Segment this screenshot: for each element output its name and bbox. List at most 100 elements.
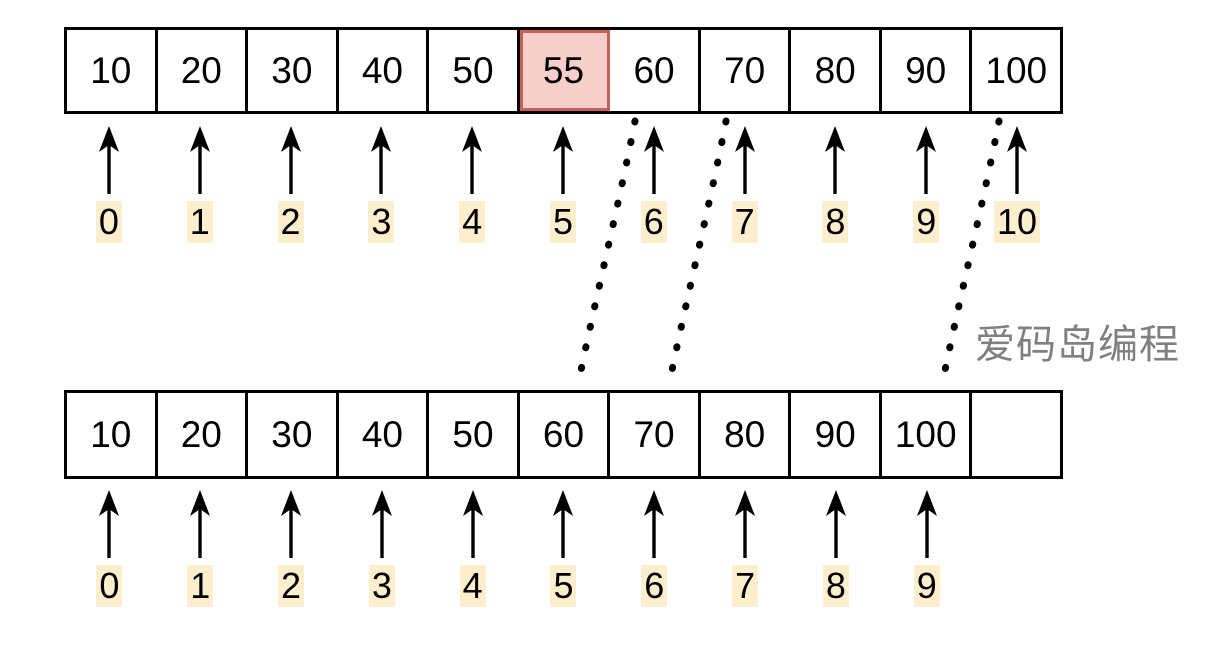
array-cell[interactable]: 10 xyxy=(67,30,158,111)
index-slot: 8 xyxy=(791,126,882,266)
array-cell[interactable]: 70 xyxy=(610,393,701,476)
index-slot: 3 xyxy=(336,490,427,630)
index-slot: 6 xyxy=(609,126,700,266)
index-label: 10 xyxy=(994,201,1041,243)
array-cell[interactable]: 40 xyxy=(339,393,430,476)
index-marker: 2 xyxy=(261,490,321,607)
up-arrow-icon xyxy=(99,490,120,558)
array-cell[interactable]: 40 xyxy=(339,30,430,111)
index-slot: 7 xyxy=(700,490,791,630)
array-cell[interactable]: 20 xyxy=(158,393,249,476)
index-marker: 5 xyxy=(533,126,593,243)
up-arrow-icon xyxy=(462,126,483,194)
index-label: 8 xyxy=(822,201,849,243)
index-slot: 0 xyxy=(64,126,155,266)
array-cell-highlighted[interactable]: 55 xyxy=(519,30,611,111)
array-cell[interactable]: 80 xyxy=(791,30,882,111)
up-arrow-icon xyxy=(553,490,574,558)
array-cell[interactable]: 90 xyxy=(882,30,973,111)
index-marker: 2 xyxy=(261,126,321,243)
index-label: 6 xyxy=(640,201,667,243)
index-label: 3 xyxy=(368,565,395,607)
array-cell[interactable]: 30 xyxy=(248,393,339,476)
index-marker: 6 xyxy=(624,490,684,607)
up-arrow-icon xyxy=(643,126,664,194)
index-label: 1 xyxy=(186,201,213,243)
index-marker: 8 xyxy=(806,490,866,607)
index-label: 1 xyxy=(187,565,214,607)
up-arrow-icon xyxy=(281,490,302,558)
index-slot: 4 xyxy=(427,490,518,630)
index-marker: 4 xyxy=(442,126,502,243)
index-label: 5 xyxy=(549,201,576,243)
index-label: 2 xyxy=(277,201,304,243)
index-slot: 1 xyxy=(155,126,246,266)
up-arrow-icon xyxy=(1007,126,1028,194)
index-slot: 5 xyxy=(518,490,609,630)
index-marker: 0 xyxy=(79,490,139,607)
index-slot: 6 xyxy=(609,490,700,630)
index-slot: 7 xyxy=(700,126,791,266)
array-cell[interactable]: 50 xyxy=(429,30,520,111)
array-cell[interactable] xyxy=(972,393,1060,476)
array-cell[interactable]: 100 xyxy=(882,393,973,476)
index-label: 7 xyxy=(731,201,758,243)
up-arrow-icon xyxy=(190,490,211,558)
up-arrow-icon xyxy=(98,126,119,194)
index-strip-after: 0 1 2 3 4 5 6 7 8 9 xyxy=(64,490,1063,630)
index-label: 5 xyxy=(550,565,577,607)
up-arrow-icon xyxy=(825,126,846,194)
index-marker: 5 xyxy=(533,490,593,607)
index-slot: 9 xyxy=(881,126,972,266)
index-label: 4 xyxy=(459,565,486,607)
index-label: 2 xyxy=(278,565,305,607)
index-label: 7 xyxy=(732,565,759,607)
index-marker: 10 xyxy=(987,126,1047,243)
index-slot: 0 xyxy=(64,490,155,630)
index-strip-before: 0 1 2 3 4 5 6 7 8 9 10 xyxy=(64,126,1063,266)
up-arrow-icon xyxy=(825,490,846,558)
index-slot: 1 xyxy=(155,490,246,630)
array-cell[interactable]: 90 xyxy=(791,393,882,476)
up-arrow-icon xyxy=(280,126,301,194)
up-arrow-icon xyxy=(462,490,483,558)
index-slot: 2 xyxy=(246,126,337,266)
index-marker: 1 xyxy=(170,490,230,607)
up-arrow-icon xyxy=(371,126,392,194)
index-label: 0 xyxy=(96,565,123,607)
array-cell[interactable]: 80 xyxy=(701,393,792,476)
index-marker: 8 xyxy=(805,126,865,243)
index-marker: 7 xyxy=(715,490,775,607)
up-arrow-icon xyxy=(371,490,392,558)
up-arrow-icon xyxy=(734,126,755,194)
array-cell[interactable]: 70 xyxy=(701,30,792,111)
index-label: 9 xyxy=(913,565,940,607)
up-arrow-icon xyxy=(644,490,665,558)
array-cell[interactable]: 60 xyxy=(610,30,701,111)
index-marker: 9 xyxy=(896,126,956,243)
index-label: 9 xyxy=(913,201,940,243)
index-slot: 3 xyxy=(336,126,427,266)
up-arrow-icon xyxy=(916,490,937,558)
array-cell[interactable]: 50 xyxy=(429,393,520,476)
array-cell[interactable]: 10 xyxy=(67,393,158,476)
index-marker: 1 xyxy=(170,126,230,243)
up-arrow-icon xyxy=(552,126,573,194)
index-label: 8 xyxy=(822,565,849,607)
array-cell[interactable]: 30 xyxy=(248,30,339,111)
index-marker: 9 xyxy=(897,490,957,607)
array-cell[interactable]: 60 xyxy=(520,393,611,476)
array-cell[interactable]: 100 xyxy=(985,50,1048,91)
index-marker: 3 xyxy=(351,126,411,243)
index-slot: 10 xyxy=(972,126,1063,266)
index-marker: 0 xyxy=(79,126,139,243)
index-marker: 6 xyxy=(624,126,684,243)
index-marker: 3 xyxy=(352,490,412,607)
array-cell[interactable]: 20 xyxy=(158,30,249,111)
index-label: 3 xyxy=(368,201,395,243)
index-slot: 4 xyxy=(427,126,518,266)
index-label: 6 xyxy=(641,565,668,607)
